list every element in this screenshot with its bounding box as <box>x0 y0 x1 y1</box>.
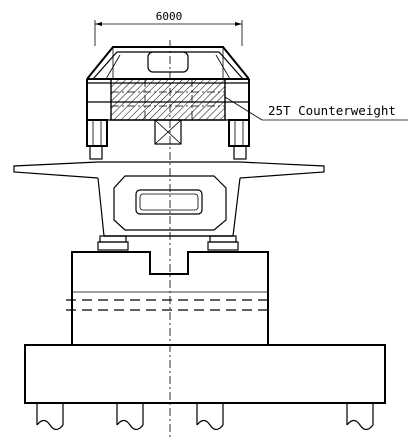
girder-wing-right <box>239 161 325 179</box>
callout-label: 25T Counterweight <box>268 103 396 118</box>
pile-1-break <box>36 419 64 431</box>
pile-3-break <box>196 419 224 431</box>
girder-webs <box>97 177 241 237</box>
pier-cap-outline <box>71 251 269 292</box>
bearing-left-top <box>99 235 127 243</box>
bearing-right-base <box>207 241 239 251</box>
dimension-value: 6000 <box>156 10 183 23</box>
gantry-inner-top <box>92 51 244 80</box>
hanger-box-cross-2 <box>154 119 182 145</box>
leg-left-upper <box>86 119 108 147</box>
leg-right-upper <box>228 119 250 147</box>
gantry-outer-top <box>86 46 250 80</box>
lifting-lug <box>147 51 189 73</box>
box-girder <box>13 161 325 237</box>
pile-2-break <box>116 419 144 431</box>
pile-1 <box>36 403 64 431</box>
pile-4-break <box>346 419 374 431</box>
pile-cap <box>24 344 386 404</box>
counterweight-block <box>110 78 226 121</box>
bearing-left-base <box>97 241 129 251</box>
gantry-leg-right <box>228 119 250 160</box>
pile-3 <box>196 403 224 431</box>
dimension-arrow-right <box>235 22 242 26</box>
bearings <box>97 235 239 251</box>
leg-right-foot <box>233 145 247 160</box>
hanger-box-outline <box>154 119 182 145</box>
hanger-box <box>154 119 182 145</box>
girder-void-core <box>139 193 199 211</box>
counterweight-callout: 25T Counterweight <box>224 96 408 121</box>
callout-leader <box>224 96 263 121</box>
pile-4 <box>346 403 374 431</box>
girder-void-outer <box>113 175 227 231</box>
piles <box>36 403 374 431</box>
leg-left-foot <box>89 145 103 160</box>
bearing-right-top <box>209 235 237 243</box>
counterweight <box>110 78 226 121</box>
girder-void-inner <box>135 189 203 215</box>
dimension-arrow-left <box>95 22 102 26</box>
pier-cap <box>71 251 269 292</box>
pile-cap-outline <box>24 344 386 404</box>
gantry-leg-left <box>86 119 108 160</box>
dimension-6000: 6000 <box>94 10 243 46</box>
pile-2 <box>116 403 144 431</box>
girder-wing-left <box>13 161 99 179</box>
